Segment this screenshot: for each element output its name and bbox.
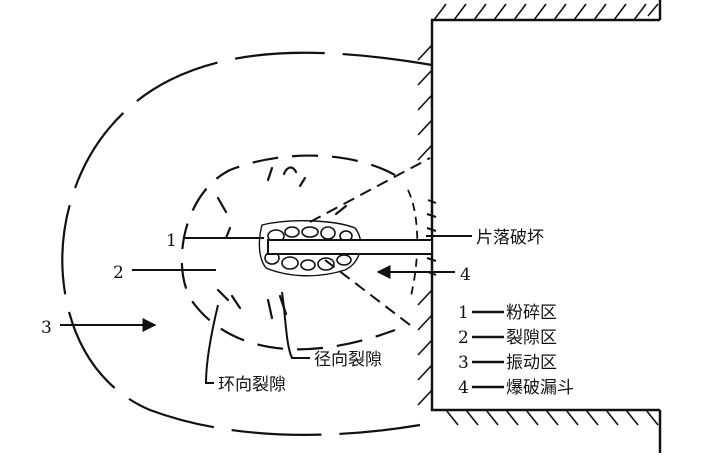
svg-text:爆破漏斗: 爆破漏斗 — [506, 378, 574, 398]
fracture-zone-boundary — [180, 154, 396, 351]
legend: 1 粉碎区 2 裂隙区 3 振动区 4 爆破漏斗 — [458, 303, 574, 398]
label-4: 4 — [460, 265, 471, 285]
label-2: 2 — [113, 263, 124, 283]
svg-text:4: 4 — [458, 378, 469, 398]
svg-text:3: 3 — [458, 353, 469, 373]
leader-radial-crack — [281, 291, 310, 359]
free-surface-wall — [417, 0, 662, 453]
svg-text:1: 1 — [458, 303, 469, 323]
legend-item-3: 3 振动区 — [458, 353, 557, 373]
leader-ring-crack — [204, 304, 219, 384]
crushed-zone — [258, 220, 362, 277]
label-spalling: 片落破坏 — [476, 228, 544, 248]
legend-item-4: 4 爆破漏斗 — [458, 378, 574, 398]
label-ring-crack: 环向裂隙 — [218, 375, 286, 395]
label-1: 1 — [166, 231, 177, 251]
svg-text:2: 2 — [458, 328, 469, 348]
label-radial-crack: 径向裂隙 — [314, 350, 382, 370]
leader-lines — [60, 235, 472, 384]
svg-text:裂隙区: 裂隙区 — [506, 328, 557, 348]
radial-cracks — [216, 166, 348, 320]
label-3: 3 — [41, 318, 52, 338]
legend-item-1: 1 粉碎区 — [458, 303, 557, 323]
blasting-crater-lines — [309, 157, 431, 326]
svg-text:振动区: 振动区 — [506, 353, 557, 373]
wall-hatching — [417, 3, 659, 426]
spall-arc — [407, 189, 419, 301]
svg-text:粉碎区: 粉碎区 — [506, 303, 557, 323]
vibration-zone-boundary — [61, 51, 433, 436]
legend-item-2: 2 裂隙区 — [458, 328, 557, 348]
borehole — [267, 239, 433, 255]
